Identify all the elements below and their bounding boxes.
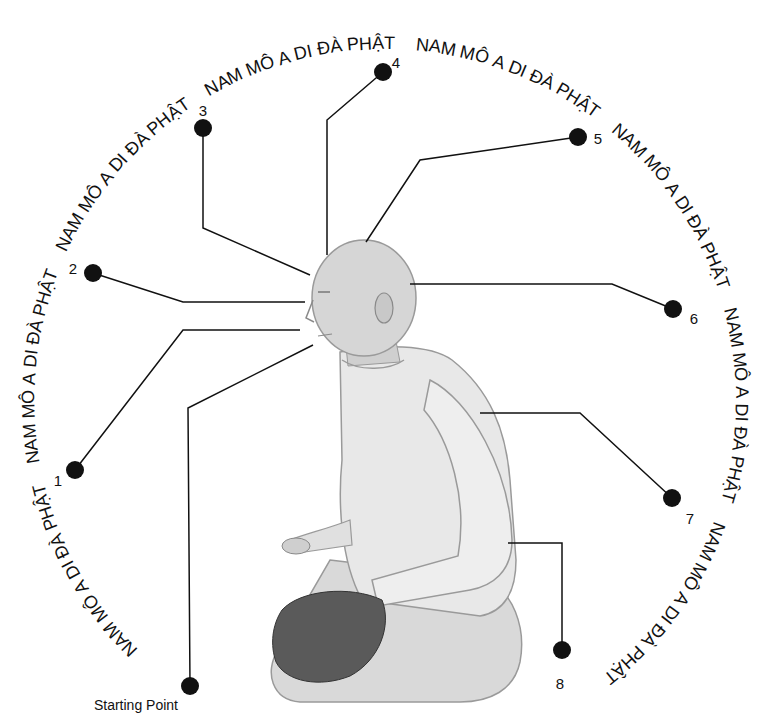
chant-letter xyxy=(733,398,751,403)
ear xyxy=(375,293,393,323)
point-dot xyxy=(664,300,682,318)
chant-letter: Ậ xyxy=(371,34,383,52)
hands xyxy=(273,591,386,682)
eye xyxy=(318,291,330,293)
chant-letter: A xyxy=(671,589,693,609)
chant-letter: I xyxy=(732,416,750,422)
callout-number: 6 xyxy=(690,311,698,326)
hand xyxy=(282,538,310,554)
callout-number: 3 xyxy=(199,103,207,118)
point-dot xyxy=(84,264,102,282)
chant-letter: P xyxy=(346,35,360,54)
chant-letter: Ô xyxy=(19,390,37,404)
chant-letter: À xyxy=(729,438,748,452)
callout-number: 2 xyxy=(69,261,77,276)
callout-number: 5 xyxy=(594,131,602,146)
seated-figure xyxy=(271,240,521,702)
leader-line xyxy=(93,273,305,302)
leader-lines xyxy=(75,72,673,686)
collar xyxy=(342,360,404,368)
leader-line xyxy=(366,137,578,242)
leader-line xyxy=(480,413,672,498)
chant-letter: H xyxy=(358,34,372,53)
callout-number: 8 xyxy=(556,676,564,691)
point-dot xyxy=(553,641,571,659)
chant-letter: A xyxy=(21,438,40,452)
leader-line xyxy=(508,543,562,650)
leader-line xyxy=(203,128,310,275)
head xyxy=(312,240,416,356)
point-dot xyxy=(663,489,681,507)
mouth xyxy=(318,334,332,336)
chant-letter: Ô xyxy=(732,366,751,381)
leader-line xyxy=(75,330,300,470)
chant-letter: M xyxy=(730,351,750,368)
point-dot xyxy=(374,63,392,81)
chant-letter: M xyxy=(20,423,39,440)
chant-letter: M xyxy=(19,403,37,419)
chant-letter: Đ xyxy=(731,425,750,440)
chant-letter: M xyxy=(727,331,747,349)
arm xyxy=(372,380,512,606)
chant-letter xyxy=(733,381,751,387)
point-dot xyxy=(66,461,84,479)
chant-letter: A xyxy=(490,51,507,72)
callout-number: 1 xyxy=(54,473,62,488)
leader-line xyxy=(327,72,383,255)
chant-letter: A xyxy=(276,47,293,68)
chant-letter: A xyxy=(19,372,38,385)
leader-line xyxy=(410,284,673,309)
leader-line xyxy=(188,345,313,686)
callout-number: 4 xyxy=(392,55,400,70)
chant-letter: T xyxy=(384,34,395,52)
torso xyxy=(340,347,516,616)
chant-letter: À xyxy=(329,37,343,56)
callout-number: 7 xyxy=(686,511,694,526)
point-dot xyxy=(181,677,199,695)
chant-letter: D xyxy=(733,403,751,416)
nose xyxy=(306,300,314,322)
chant-letter: D xyxy=(20,354,39,369)
chant-letter: A xyxy=(733,386,751,398)
point-dots xyxy=(66,63,682,695)
chant-letter: M xyxy=(439,38,457,58)
point-dot xyxy=(569,128,587,146)
start-label: Starting Point xyxy=(94,698,178,712)
point-dot xyxy=(194,119,212,137)
